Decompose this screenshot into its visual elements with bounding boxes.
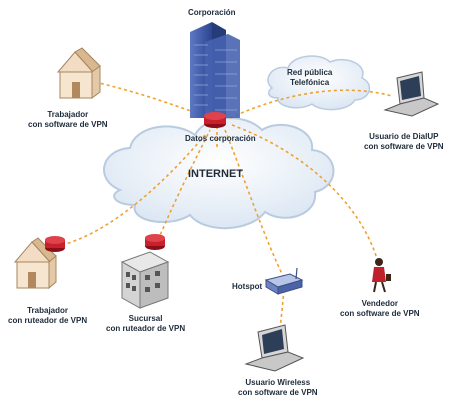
dialup-user-label: Usuario de DialUP con software de VPN [364,132,444,152]
link-vendedor [231,124,379,263]
dialup-user-desc: con software de VPN [364,142,444,151]
dialup-user-title: Usuario de DialUP [369,132,439,141]
laptop-icon [383,71,440,117]
internet-label: INTERNET [188,168,243,180]
house-icon [56,47,101,99]
branch-office-label: Sucursal con ruteador de VPN [106,314,185,334]
salesperson-icon [372,258,391,293]
link-sucursal [157,129,211,241]
router-icon [45,236,65,252]
corporation-label: Corporación [188,8,236,17]
connection-lines [61,81,393,331]
hotspot-access-point-icon [264,267,304,295]
branch-office-desc: con ruteador de VPN [106,324,186,333]
remote-worker-router-label: Trabajador con ruteador de VPN [8,306,87,326]
router-icon [204,112,226,128]
salesperson-title: Vendedor [361,299,399,308]
remote-worker-router-title: Trabajador [27,306,69,315]
router-icon [145,234,165,250]
remote-worker-router-desc: con ruteador de VPN [8,316,88,325]
corporate-data-label: Datos corporación [185,134,256,143]
salesperson-label: Vendedor con software de VPN [340,299,420,319]
remote-worker-vpn-label: Trabajador con software de VPN [28,110,108,130]
laptop-icon [244,324,305,372]
link-dialup [229,89,393,119]
hotspot-label: Hotspot [232,282,263,291]
link-hotspot [224,129,286,281]
public-network-label-line1: Red pública [287,68,333,77]
wireless-user-title: Usuario Wireless [245,378,311,387]
link-wireless [279,289,285,331]
branch-building-icon [120,251,170,309]
wireless-user-desc: con software de VPN [238,388,318,397]
remote-worker-vpn-title: Trabajador [47,110,89,119]
corporation-building-icon [190,22,240,118]
wireless-user-label: Usuario Wireless con software de VPN [238,378,318,398]
remote-worker-vpn-desc: con software de VPN [28,120,108,129]
public-network-label-line2: Telefónica [290,78,330,87]
branch-office-title: Sucursal [128,314,163,323]
salesperson-desc: con software de VPN [340,309,420,318]
link-trabajador-ruteador [61,134,206,246]
public-network-label: Red pública Telefónica [287,68,332,88]
house-icon [13,237,57,290]
